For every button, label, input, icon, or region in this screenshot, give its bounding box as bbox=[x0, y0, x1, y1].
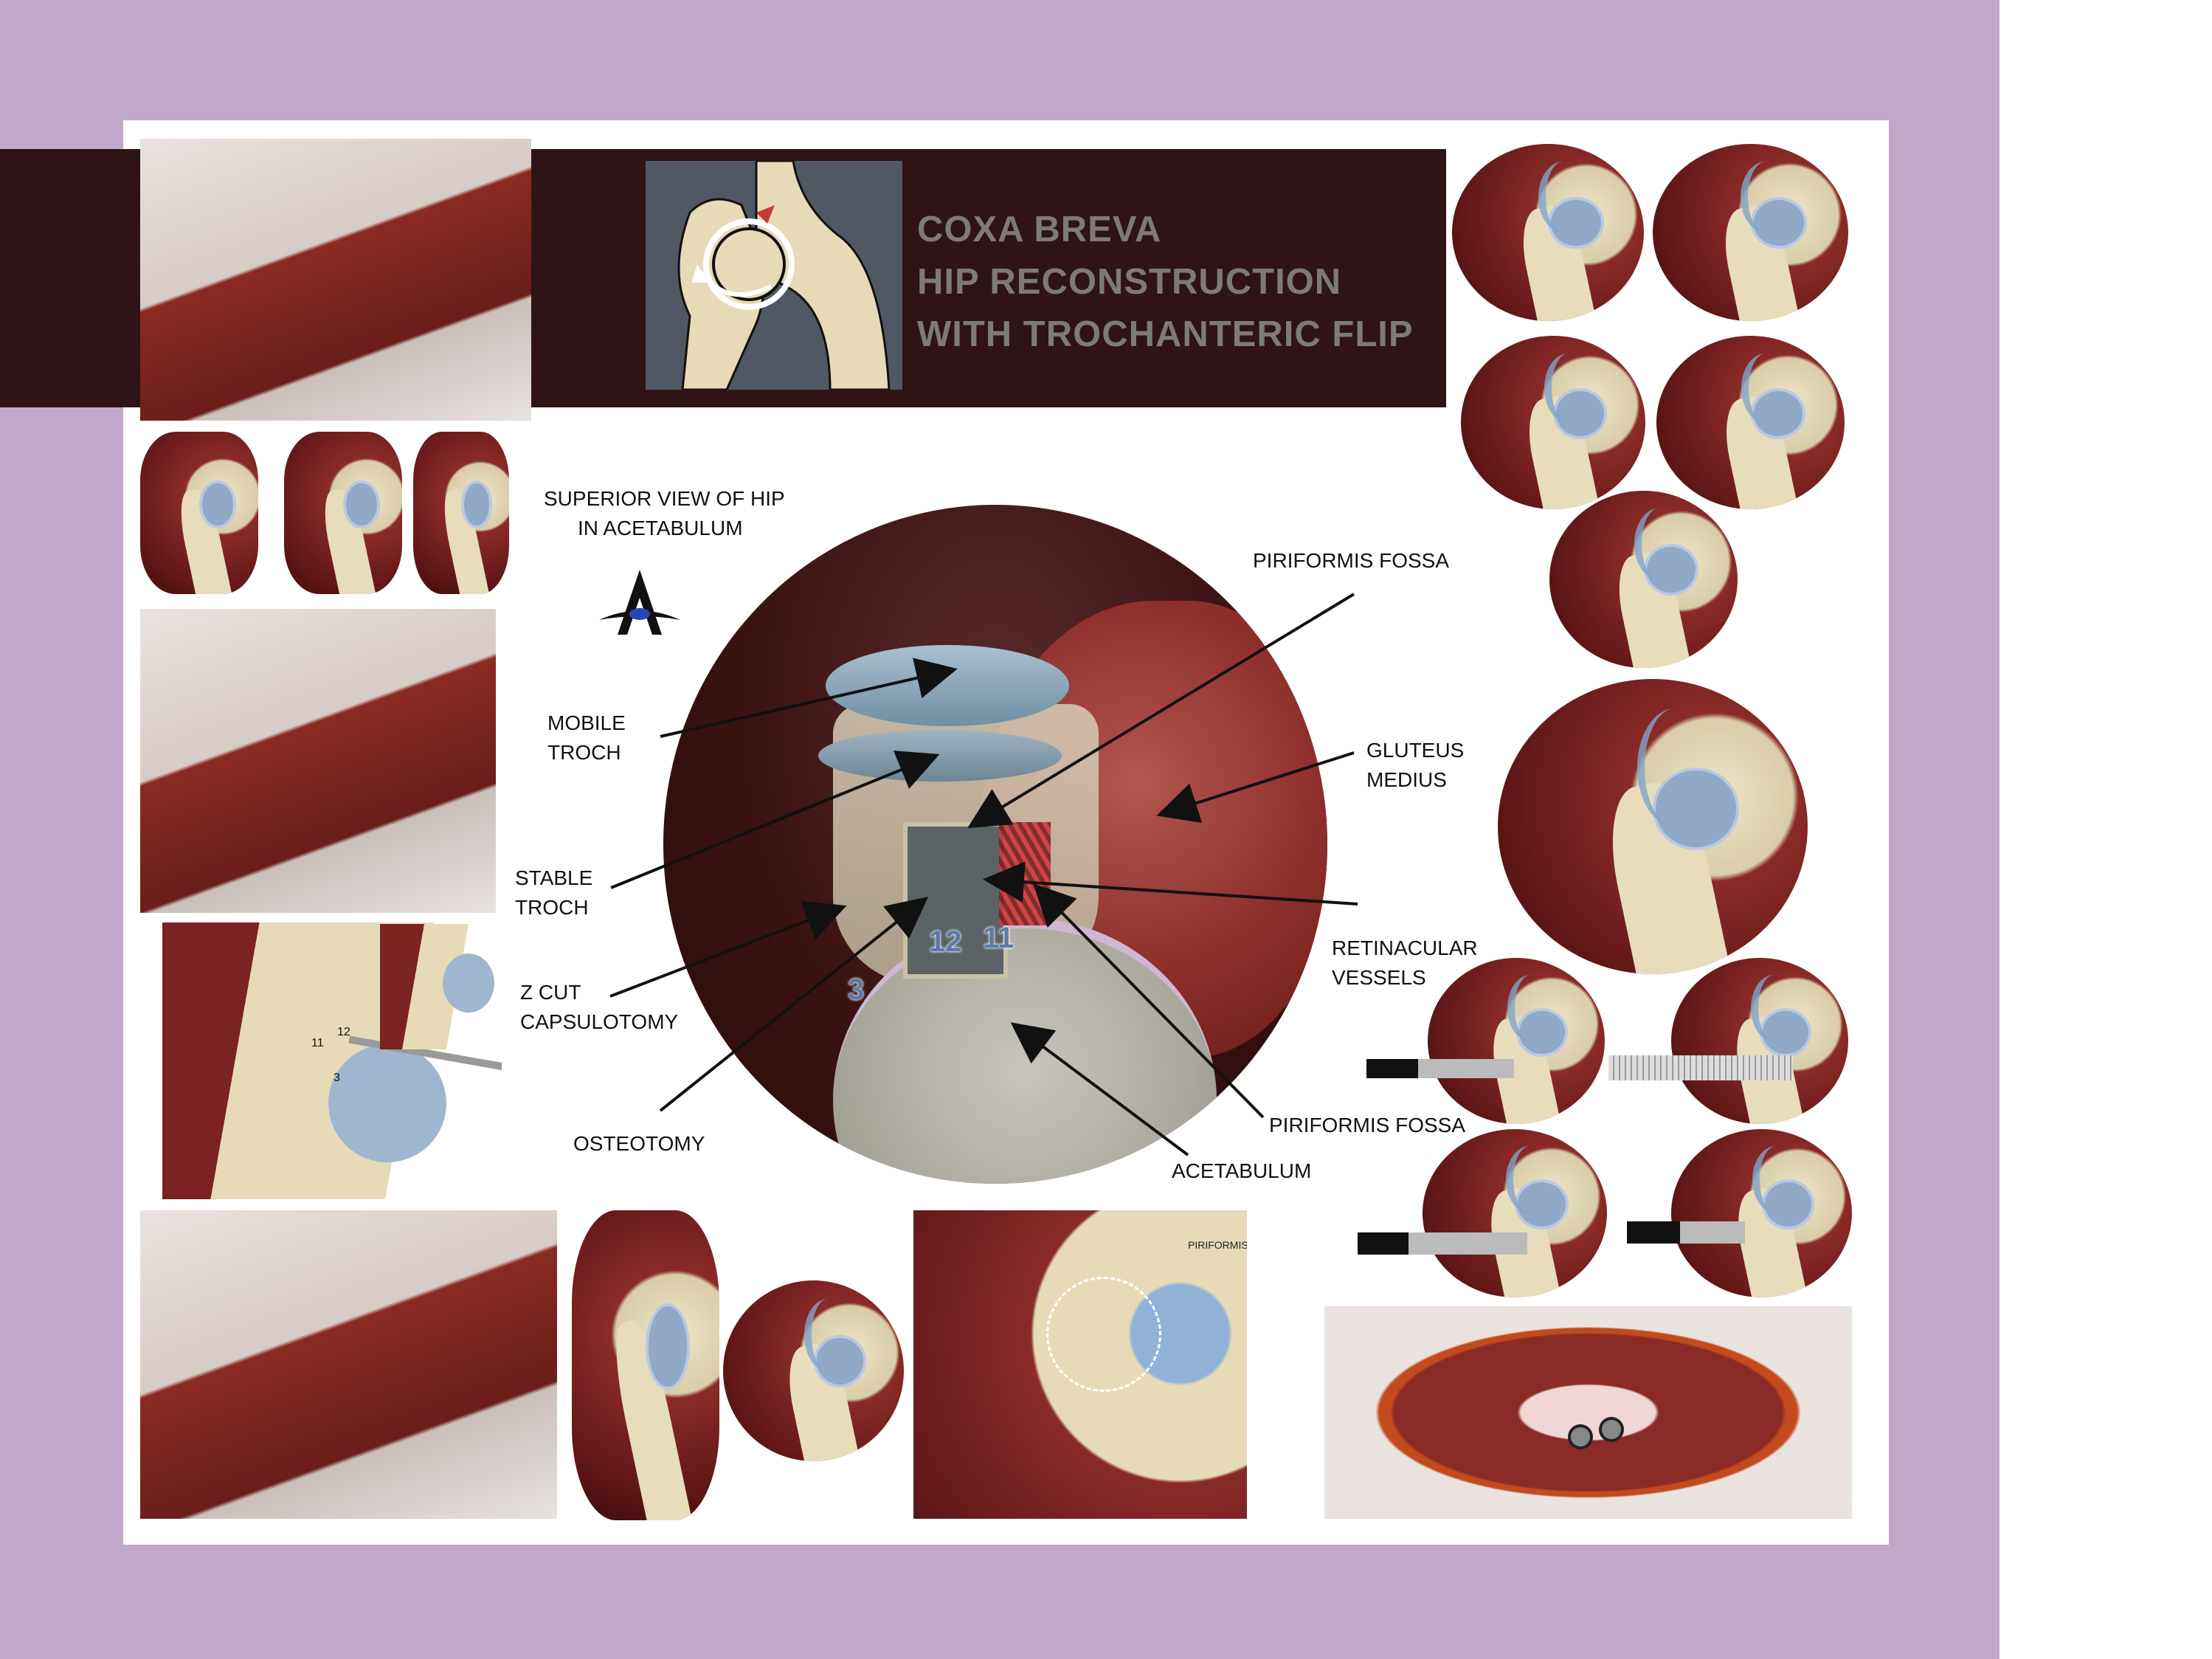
label-osteotomy: OSTEOTOMY bbox=[573, 1132, 705, 1155]
hip-circle-bottom-1 bbox=[723, 1280, 904, 1461]
label-gluteus-2: MEDIUS bbox=[1366, 768, 1447, 791]
hip-screw-circle-1 bbox=[1428, 958, 1605, 1124]
femur-osteotomy-view: 12 11 3 bbox=[162, 922, 502, 1199]
small-label-12: 12 bbox=[337, 1026, 350, 1038]
hip-circle-r3 bbox=[1549, 491, 1738, 668]
screwdriver-4 bbox=[1627, 1221, 1745, 1244]
surgery-view-bottom-left bbox=[140, 1210, 557, 1519]
superior-hip-illustration: 12 11 3 bbox=[663, 505, 1327, 1184]
hip-circle-large-right bbox=[1498, 679, 1808, 974]
label-piriformis-top: PIRIFORMIS FOSSA bbox=[1253, 549, 1450, 572]
hip-circle-r1a bbox=[1452, 144, 1644, 321]
hip-screw-circle-2 bbox=[1671, 958, 1848, 1124]
title-line-1: COXA BREVA bbox=[917, 210, 1162, 249]
label-stable-1: STABLE bbox=[515, 866, 593, 889]
femur-inset-small bbox=[380, 924, 505, 1049]
screw-tool-2 bbox=[1608, 1055, 1793, 1080]
label-acetabulum: ACETABULUM bbox=[1172, 1159, 1312, 1182]
title-line-2: HIP RECONSTRUCTION bbox=[917, 262, 1342, 302]
screwdriver-3 bbox=[1358, 1232, 1527, 1255]
hip-screw-circle-3 bbox=[1423, 1129, 1607, 1297]
clock-number-3: 3 bbox=[848, 973, 865, 1006]
piriformis-detail-view: PIRIFORMIS FOSSA bbox=[913, 1210, 1247, 1519]
label-mobile-1: MOBILE bbox=[547, 711, 626, 734]
header-bar-left bbox=[0, 149, 142, 407]
small-label-3: 3 bbox=[333, 1072, 340, 1084]
femur-retractor-view bbox=[572, 1210, 719, 1520]
small-label-11: 11 bbox=[311, 1037, 324, 1049]
femur-sequence-strip bbox=[140, 424, 509, 598]
label-zcut-1: Z CUT bbox=[520, 981, 581, 1004]
surgery-view-top-left bbox=[140, 139, 531, 421]
hip-circle-r2a bbox=[1461, 336, 1645, 509]
label-retinacular-1: RETINACULAR bbox=[1332, 937, 1478, 959]
piriformis-small-label: PIRIFORMIS FOSSA bbox=[1188, 1239, 1247, 1251]
title-line-3: WITH TROCHANTERIC FLIP bbox=[917, 314, 1414, 354]
orientation-logo bbox=[599, 568, 680, 642]
hip-joint-icon bbox=[646, 161, 902, 390]
hip-circle-r2b bbox=[1656, 336, 1845, 509]
superior-view-heading-1: SUPERIOR VIEW OF HIP bbox=[544, 487, 785, 510]
screwdriver-1 bbox=[1366, 1059, 1514, 1078]
label-mobile-2: TROCH bbox=[547, 741, 621, 764]
label-stable-2: TROCH bbox=[515, 896, 589, 919]
stable-trochanter bbox=[818, 730, 1062, 782]
drill-surgery-view bbox=[140, 609, 496, 913]
hip-screw-circle-4 bbox=[1671, 1129, 1852, 1297]
closed-incision-view bbox=[1324, 1306, 1852, 1519]
clock-number-12: 12 bbox=[929, 925, 962, 958]
label-retinacular-2: VESSELS bbox=[1332, 966, 1426, 989]
clock-number-11: 11 bbox=[983, 922, 1015, 954]
label-gluteus-1: GLUTEUS bbox=[1366, 739, 1465, 762]
hip-circle-r1b bbox=[1653, 144, 1848, 321]
label-piriformis-bottom: PIRIFORMIS FOSSA bbox=[1269, 1114, 1466, 1137]
superior-view-heading-2: IN ACETABULUM bbox=[578, 517, 743, 539]
label-zcut-2: CAPSULOTOMY bbox=[520, 1010, 679, 1033]
